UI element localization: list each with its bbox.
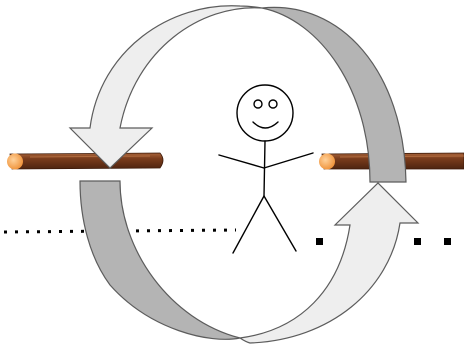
cycle-arrow-bottom: [80, 181, 418, 343]
stick-figure: [219, 85, 313, 253]
figure-head: [237, 85, 293, 141]
left-stick: [7, 153, 163, 170]
figure-left-arm: [219, 155, 264, 168]
figure-smile: [253, 122, 278, 128]
figure-right-leg: [264, 196, 296, 251]
figure-right-arm: [264, 153, 313, 168]
figure-right-eye: [269, 100, 277, 108]
stick-end: [319, 154, 335, 170]
stick-end: [7, 154, 23, 170]
figure-left-leg: [233, 196, 264, 253]
figure-left-eye: [254, 100, 262, 108]
